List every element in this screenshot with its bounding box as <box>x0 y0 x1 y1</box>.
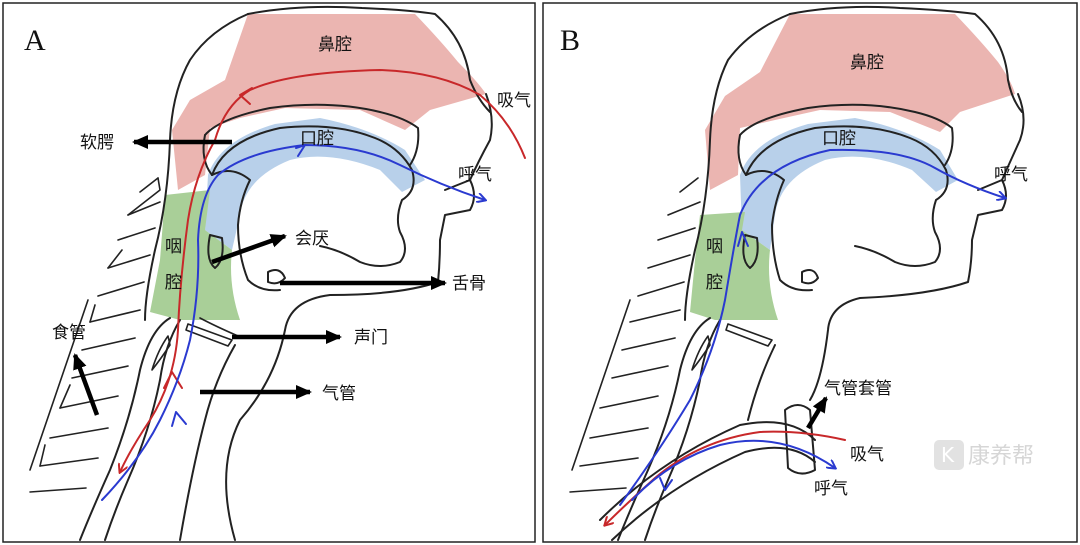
panel-a <box>29 5 526 541</box>
pharynx-label-line1-b: 咽 <box>706 237 723 257</box>
oral-cavity-label-b: 口腔 <box>822 129 856 149</box>
pharynx-region <box>150 190 240 320</box>
epiglottis-label: 会厌 <box>295 229 329 249</box>
esophagus-pointer <box>72 353 100 416</box>
oral-cavity-region <box>205 118 425 250</box>
watermark-logo-icon <box>934 440 964 470</box>
oral-cavity-label: 口腔 <box>300 129 334 149</box>
nasal-cavity-label-b: 鼻腔 <box>850 53 884 73</box>
esophagus-label: 食管 <box>52 323 86 343</box>
exhale-label-top-b: 呼气 <box>994 165 1028 185</box>
pharynx-region-b <box>690 212 778 320</box>
pharynx-label-line2-b: 腔 <box>706 273 723 293</box>
epiglottis-pointer <box>211 233 287 265</box>
watermark-logo-glyph: K <box>941 443 955 467</box>
nasal-cavity-region-b <box>705 14 1015 190</box>
panel-a-letter: A <box>24 24 46 57</box>
inhale-label: 吸气 <box>497 91 531 111</box>
trachea-label: 气管 <box>322 384 356 404</box>
exhale-label-bottom-b: 呼气 <box>814 479 848 499</box>
hyoid-label: 舌骨 <box>452 274 486 294</box>
panel-b-letter: B <box>560 24 580 57</box>
exhale-label: 呼气 <box>458 165 492 185</box>
tracheostomy-tube-label: 气管套管 <box>824 379 892 399</box>
panel-b <box>569 5 1025 541</box>
glottis-label: 声门 <box>354 328 388 348</box>
soft-palate-label: 软腭 <box>80 133 114 153</box>
watermark-brand: 康养帮 <box>968 444 1034 469</box>
oral-cavity-region-b <box>740 118 958 250</box>
pharynx-label-line2: 腔 <box>165 273 182 293</box>
nasal-cavity-region <box>172 14 486 190</box>
inhale-label-b: 吸气 <box>850 445 884 465</box>
nasal-cavity-label: 鼻腔 <box>318 35 352 55</box>
pharynx-label-line1: 咽 <box>165 237 182 257</box>
tracheostomy-tube-pointer <box>806 396 828 430</box>
watermark: K 康养帮 <box>934 440 1034 470</box>
